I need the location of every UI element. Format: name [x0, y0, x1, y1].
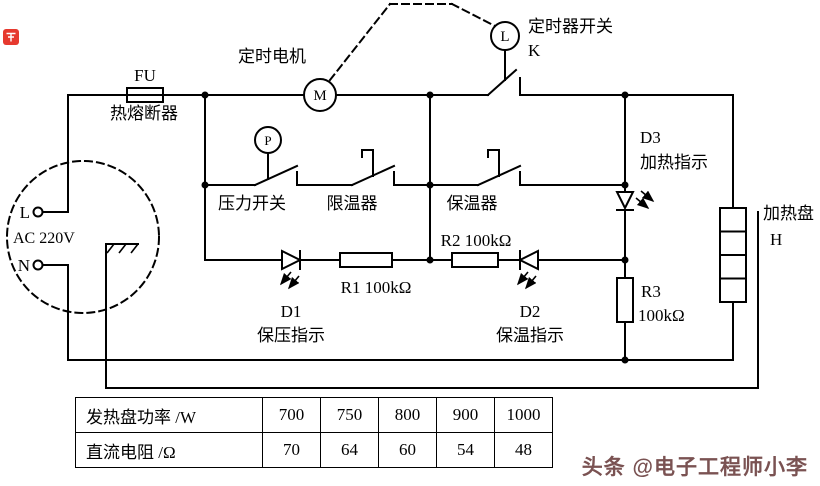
power-plug: L AC 220V N: [6, 160, 160, 314]
earth-ground: [105, 211, 759, 389]
power-value-1: 700: [262, 397, 321, 433]
resistor-r1: R1 100kΩ: [339, 252, 412, 297]
label-d3: D3: [640, 128, 661, 147]
plug-outline: [6, 160, 160, 314]
label-heater-plate: 加热盘: [763, 204, 814, 223]
label-motor-m: M: [313, 88, 326, 104]
label-d1: D1: [281, 302, 302, 321]
label-pressure-switch: 压力开关: [218, 194, 286, 213]
label-thermal-fuse: 热熔断器: [110, 104, 178, 123]
resistance-value-3: 60: [378, 432, 437, 468]
resistance-value-5: 48: [494, 432, 553, 468]
resistance-value-1: 70: [262, 432, 321, 468]
temp-limiter-symbol: 限温器: [327, 149, 396, 213]
label-timer-switch: 定时器开关: [528, 17, 613, 36]
label-d3-desc: 加热指示: [640, 153, 708, 172]
label-fuse: FU: [134, 66, 156, 85]
label-d2-desc: 保温指示: [496, 326, 564, 345]
row-header-power: 发热盘功率 /W: [75, 397, 263, 433]
warm-keeper-symbol: 保温器: [447, 149, 522, 213]
label-line-n: N: [18, 256, 30, 275]
label-r2: R2 100kΩ: [441, 231, 512, 250]
label-d2: D2: [520, 302, 541, 321]
table-row-power: 发热盘功率 /W 700 750 800 900 1000: [75, 397, 553, 433]
junction-dots: [201, 91, 629, 364]
watermark: 头条 @电子工程师小李: [581, 456, 808, 479]
power-resistance-table: 发热盘功率 /W 700 750 800 900 1000 直流电阻 /Ω 70…: [75, 397, 553, 468]
power-value-2: 750: [320, 397, 379, 433]
label-timer-switch-k: K: [528, 41, 541, 60]
label-r3-value: 100kΩ: [638, 306, 685, 325]
table-row-resistance: 直流电阻 /Ω 70 64 60 54 48: [75, 432, 553, 468]
wires: [41, 94, 734, 361]
heating-plate-symbol: 加热盘 H: [719, 204, 814, 303]
power-value-4: 900: [436, 397, 495, 433]
terminal-l: [32, 206, 44, 218]
fuse-symbol: FU 热熔断器: [110, 66, 178, 123]
label-heater-h: H: [770, 230, 782, 249]
timer-switch-symbol: L 定时器开关 K: [486, 17, 613, 97]
label-r1: R1 100kΩ: [341, 278, 412, 297]
resistance-value-2: 64: [320, 432, 379, 468]
resistance-value-4: 54: [436, 432, 495, 468]
label-warm-keeper: 保温器: [447, 194, 498, 213]
power-value-5: 1000: [494, 397, 553, 433]
led-d2: D2 保温指示: [496, 249, 564, 345]
resistor-r2: R2 100kΩ: [441, 231, 512, 268]
pressure-switch-symbol: P 压力开关: [218, 126, 299, 213]
motor-symbol: M 定时电机: [238, 47, 337, 112]
label-d1-desc: 保压指示: [257, 326, 325, 345]
led-d1: D1 保压指示: [257, 249, 325, 345]
label-timer-motor: 定时电机: [238, 47, 306, 66]
label-p: P: [264, 133, 271, 148]
timer-linkage-dashed: [328, 2, 497, 82]
led-d3: D3 加热指示: [615, 128, 708, 211]
label-r3: R3: [641, 282, 661, 301]
terminal-n: [32, 259, 44, 271]
row-header-resistance: 直流电阻 /Ω: [75, 432, 263, 468]
label-temp-limiter: 限温器: [327, 194, 378, 213]
label-ac-voltage: AC 220V: [13, 230, 75, 247]
label-timer-lamp: L: [500, 29, 509, 45]
resistor-r3: R3 100kΩ: [616, 277, 685, 325]
label-line-l: L: [20, 203, 30, 222]
power-value-3: 800: [378, 397, 437, 433]
toutiao-logo-icon: [3, 29, 19, 45]
